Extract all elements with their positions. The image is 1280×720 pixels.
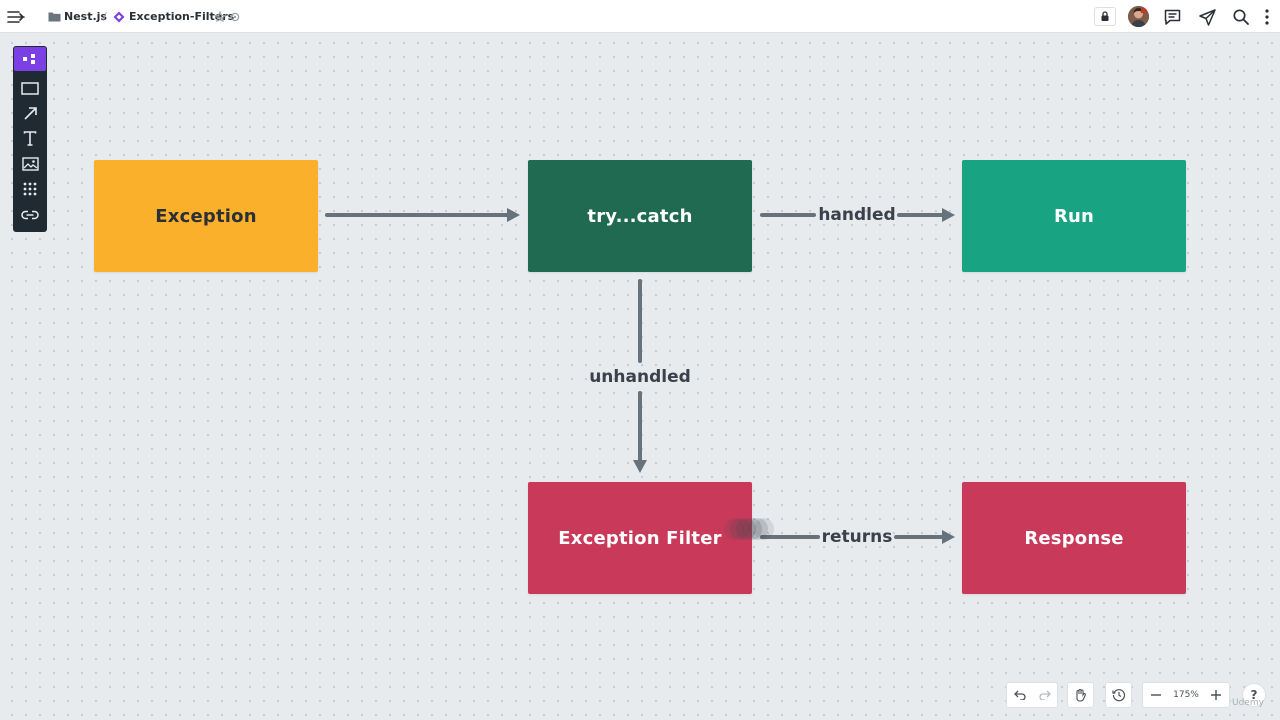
text-tool-icon[interactable] xyxy=(13,126,47,150)
more-icon[interactable] xyxy=(1260,7,1274,27)
search-icon[interactable] xyxy=(1231,7,1251,27)
zoom-level[interactable]: 175% xyxy=(1173,690,1199,700)
arrow-tool-icon[interactable] xyxy=(13,101,47,125)
edge-label-unhandled[interactable]: unhandled xyxy=(589,367,691,387)
folder-icon xyxy=(47,10,61,23)
breadcrumb-item-board[interactable]: Exception-Filters xyxy=(129,10,235,23)
diamond-icon xyxy=(112,10,125,23)
hand-icon[interactable] xyxy=(1068,683,1093,707)
node-exception[interactable]: Exception xyxy=(94,160,318,272)
redo-icon[interactable] xyxy=(1032,683,1057,707)
settings-icon[interactable] xyxy=(229,11,240,22)
send-icon[interactable] xyxy=(1197,7,1217,27)
rectangle-tool-icon[interactable] xyxy=(13,76,47,100)
history-controls xyxy=(1006,682,1058,708)
sidebar-toggle-icon[interactable] xyxy=(6,8,26,26)
arrowhead-trycatch xyxy=(507,208,520,222)
lock-icon[interactable] xyxy=(1094,7,1116,26)
comment-icon[interactable] xyxy=(1162,7,1182,27)
grid-apps-icon[interactable] xyxy=(13,177,47,201)
cursor xyxy=(716,515,780,545)
zoom-out-icon[interactable] xyxy=(1143,683,1168,707)
zoom-in-icon[interactable] xyxy=(1204,683,1229,707)
history-icon[interactable] xyxy=(1106,683,1131,707)
breadcrumb-item-project[interactable]: Nest.js xyxy=(64,10,107,23)
zoom-controls: 175% xyxy=(1142,682,1230,708)
node-response[interactable]: Response xyxy=(962,482,1186,594)
udemy-watermark: Udemy xyxy=(1232,698,1264,708)
avatar[interactable] xyxy=(1128,6,1149,27)
undo-icon[interactable] xyxy=(1007,683,1032,707)
edge-label-returns[interactable]: returns xyxy=(821,527,893,547)
link-tool-icon[interactable] xyxy=(13,203,47,227)
top-bar: Nest.js / Exception-Filters xyxy=(0,0,1280,33)
node-exception-filter[interactable]: Exception Filter xyxy=(528,482,752,594)
node-try-catch[interactable]: try...catch xyxy=(528,160,752,272)
node-run[interactable]: Run xyxy=(962,160,1186,272)
frames-tool-icon[interactable] xyxy=(14,47,46,71)
tool-palette xyxy=(13,46,47,232)
arrowhead-run xyxy=(942,208,955,222)
arrowhead-response xyxy=(942,530,955,544)
history-panel-control xyxy=(1105,682,1132,708)
hand-tool-control xyxy=(1067,682,1094,708)
breadcrumb-separator: / xyxy=(103,10,107,23)
edge-label-handled[interactable]: handled xyxy=(818,205,896,225)
star-icon[interactable] xyxy=(213,10,226,23)
image-tool-icon[interactable] xyxy=(13,152,47,176)
arrowhead-filter xyxy=(633,460,647,473)
help-button[interactable]: ? xyxy=(1242,683,1266,707)
